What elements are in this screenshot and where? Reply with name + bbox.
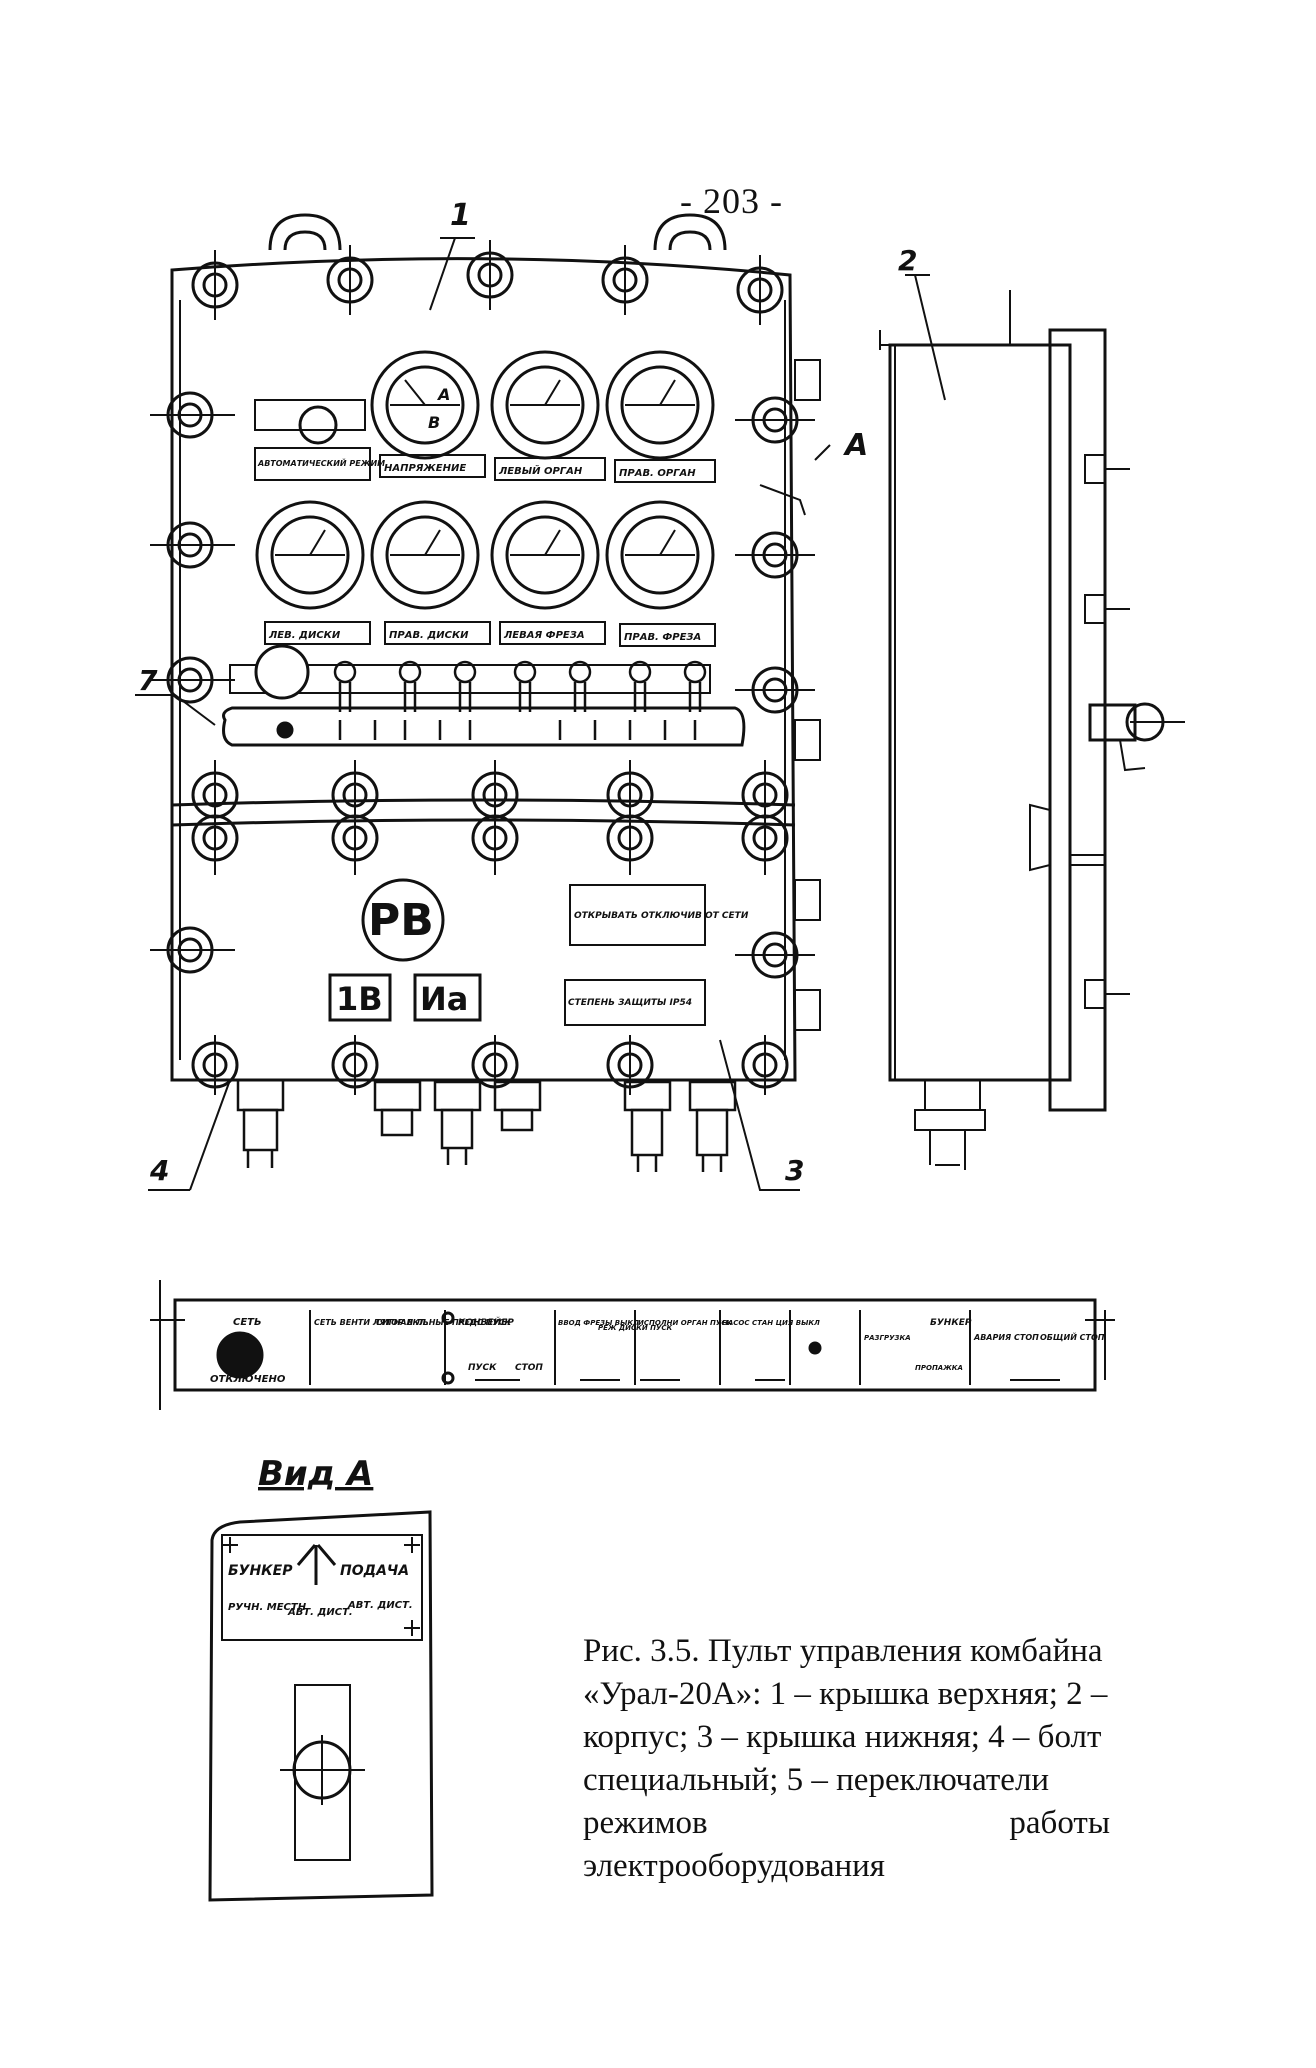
callout-4: 4 (149, 1154, 169, 1187)
strip-label-conveyor: КОНВЕЙЕР (458, 1316, 514, 1328)
view-a-label-auto-remote-right: АВТ. ДИСТ. (347, 1600, 413, 1611)
callout-3: 3 (785, 1154, 804, 1187)
meters-row-1 (254, 350, 715, 460)
meter-label-plates-row-2 (264, 621, 716, 647)
view-a-drawing (208, 1510, 434, 1902)
strip-label-off: ОТКЛЮЧЕНО (210, 1374, 286, 1385)
strip-label-general-stop: ОБЩИЙ СТОП (1040, 1331, 1105, 1342)
view-a-label-manual-local: РУЧН. МЕСТН (228, 1602, 307, 1613)
meter-label-right-organ: ПРАВ. ОРГАН (619, 468, 696, 479)
meter-label-plates-row-1 (254, 447, 716, 483)
strip-label-fan: СЕТЬ ВЕНТИ ЛЯТОР ВКЛ. (314, 1318, 429, 1327)
mark-1b: 1В (336, 980, 383, 1018)
callout-1: 1 (450, 198, 471, 233)
protection-plate-text: СТЕПЕНЬ ЗАЩИТЫ IP54 (568, 998, 692, 1008)
caption-line: специальный; 5 – переключатели (583, 1762, 1050, 1798)
caption-line: Рис. 3.5. Пульт управления комбайна (583, 1633, 1103, 1669)
mark-ia: Иа (420, 980, 468, 1018)
figure-caption: Рис. 3.5. Пульт управления комбайна «Ура… (583, 1630, 1110, 1888)
meter-label-right-cutter: ПРАВ. ФРЕЗА (624, 632, 701, 643)
caption-line: «Урал-20А»: 1 – крышка верхняя; 2 – (583, 1676, 1108, 1712)
view-a-label-bunker: БУНКЕР (228, 1563, 293, 1579)
strip-label-start: ПУСК (468, 1363, 497, 1373)
lower-cover-marks (328, 878, 706, 1026)
strip-label-emergency-stop: АВАРИЯ СТОП (973, 1333, 1039, 1342)
strip-labels: СЕТЬ ОТКЛЮЧЕНО СЕТЬ ВЕНТИ ЛЯТОР ВКЛ. СИГ… (210, 1316, 1105, 1385)
strip-label-stop: СТОП (515, 1363, 543, 1373)
callout-2: 2 (898, 244, 917, 277)
caption-line: корпус; 3 – крышка нижняя; 4 – болт (583, 1719, 1102, 1755)
strip-label-bunker: БУНКЕР (930, 1318, 972, 1328)
strip-label-net: СЕТЬ (233, 1317, 262, 1328)
callout-7: 7 (138, 664, 158, 697)
view-a-title: Вид А (258, 1454, 373, 1494)
front-panel (150, 213, 821, 1095)
leader-lines (135, 237, 946, 1191)
meter-letter-v: В (428, 413, 440, 432)
mark-rv: РВ (368, 895, 434, 946)
strip-label-pump-station: НАСОС СТАН ЦИЯ ВЫКЛ (722, 1319, 820, 1327)
strip-label-lull: ПРОПАЖКА (915, 1364, 963, 1372)
meter-label-left-discs: ЛЕВ. ДИСКИ (268, 630, 341, 641)
meters-row-2 (255, 500, 715, 610)
strip-label-cut-discs: РЕЖ ДИСКИ ПУСК (598, 1324, 673, 1332)
side-view-body (879, 290, 1185, 1170)
caption-line: режимов работы электрооборудования (583, 1805, 1110, 1884)
meter-letter-a: А (436, 385, 450, 404)
cable-glands (236, 1078, 737, 1172)
meter-face-letters: А В (428, 385, 450, 432)
callout-a: A (843, 428, 868, 463)
strip-label-signal: СИГНАЛ ЛЬНЫЕ ПРЕДС ПУСК (376, 1318, 511, 1327)
meter-label-right-discs: ПРАВ. ДИСКИ (389, 630, 469, 641)
meter-label-auto: АВТОМАТИЧЕСКИЙ РЕЖИМ (257, 457, 385, 468)
strip-label-unload: РАЗГРУЗКА (864, 1334, 911, 1342)
mode-switch-levers (333, 660, 707, 740)
view-a-label-feed: ПОДАЧА (340, 1563, 409, 1579)
view-a-labels: БУНКЕР ПОДАЧА РУЧН. МЕСТН АВТ. ДИСТ. АВТ… (228, 1563, 413, 1618)
strip-label-cutter-input: ВВОД ФРЕЗЫ ВЫКЛ (558, 1319, 639, 1327)
meter-label-left-cutter: ЛЕВАЯ ФРЕЗА (503, 630, 585, 641)
meter-label-left-organ: ЛЕВЫЙ ОРГАН (498, 464, 583, 477)
switch-strip-panel (150, 1280, 1115, 1410)
meter-label-voltage: НАПРЯЖЕНИЕ (384, 463, 466, 474)
view-a-label-auto-remote-left: АВТ. ДИСТ. (287, 1607, 353, 1618)
warning-plate-text: ОТКРЫВАТЬ ОТКЛЮЧИВ ОТ СЕТИ (574, 911, 749, 921)
strip-label-exec-organ: ИСПОЛНИ ОРГАН ПУСК (638, 1319, 732, 1327)
